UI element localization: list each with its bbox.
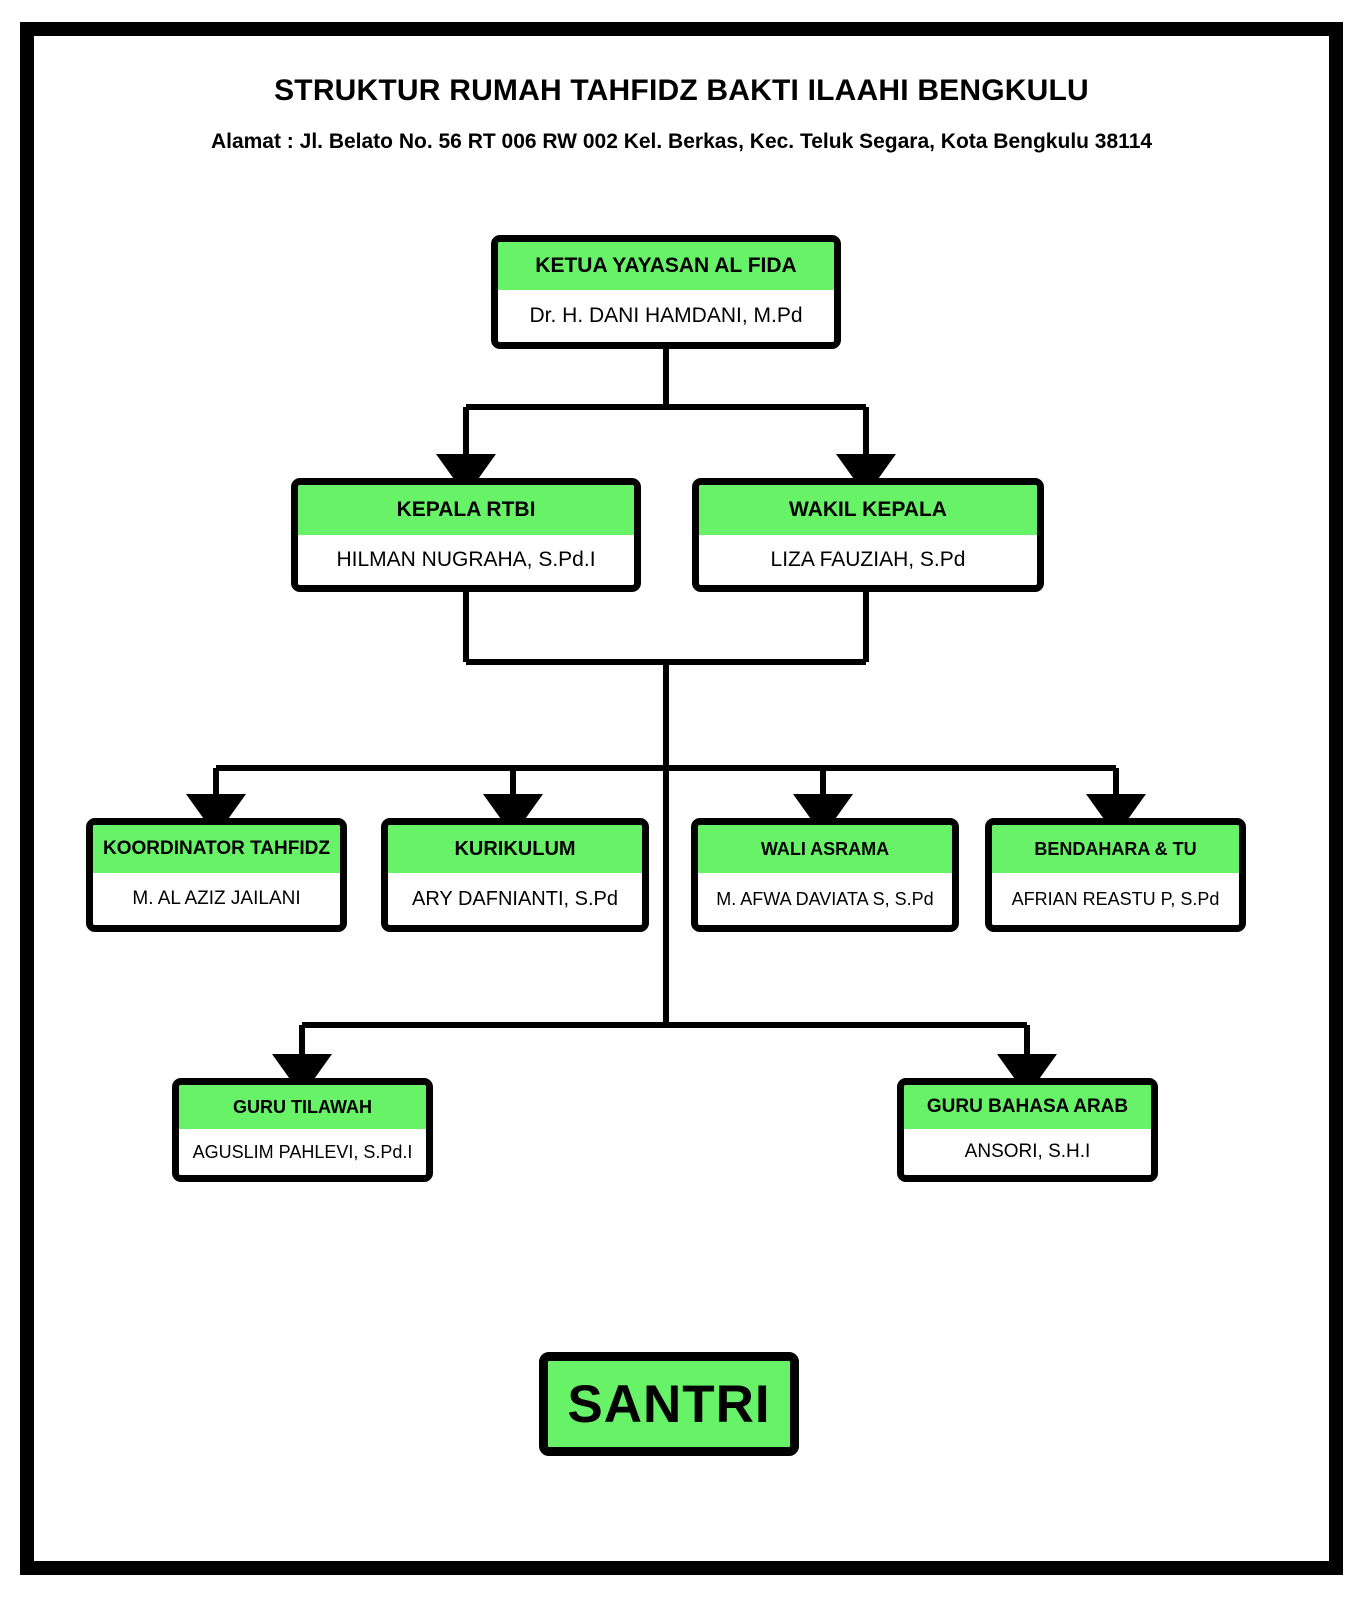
node-person-name: ARY DAFNIANTI, S.Pd [388, 873, 642, 925]
node-person-name: AFRIAN REASTU P, S.Pd [992, 873, 1239, 925]
node-kurikulum[interactable]: KURIKULUM ARY DAFNIANTI, S.Pd [381, 818, 649, 932]
node-role-label: WAKIL KEPALA [699, 485, 1037, 535]
node-role-label: KOORDINATOR TAHFIDZ [93, 825, 340, 873]
node-role-label: KEPALA RTBI [298, 485, 634, 535]
node-kepala-rtbi[interactable]: KEPALA RTBI HILMAN NUGRAHA, S.Pd.I [291, 478, 641, 592]
node-person-name: M. AFWA DAVIATA S, S.Pd [698, 873, 952, 925]
node-role-label: KURIKULUM [388, 825, 642, 873]
node-person-name: HILMAN NUGRAHA, S.Pd.I [298, 535, 634, 585]
node-wali-asrama[interactable]: WALI ASRAMA M. AFWA DAVIATA S, S.Pd [691, 818, 959, 932]
node-role-label: GURU TILAWAH [179, 1085, 426, 1129]
node-person-name: Dr. H. DANI HAMDANI, M.Pd [498, 290, 834, 342]
page-title: STRUKTUR RUMAH TAHFIDZ BAKTI ILAAHI BENG… [274, 74, 1089, 107]
node-santri[interactable]: SANTRI [539, 1352, 799, 1456]
node-guru-tilawah[interactable]: GURU TILAWAH AGUSLIM PAHLEVI, S.Pd.I [172, 1078, 433, 1182]
node-wakil-kepala[interactable]: WAKIL KEPALA LIZA FAUZIAH, S.Pd [692, 478, 1044, 592]
node-role-label: KETUA YAYASAN AL FIDA [498, 242, 834, 290]
node-person-name: M. AL AZIZ JAILANI [93, 873, 340, 925]
node-ketua-yayasan[interactable]: KETUA YAYASAN AL FIDA Dr. H. DANI HAMDAN… [491, 235, 841, 349]
page-address: Alamat : Jl. Belato No. 56 RT 006 RW 002… [210, 130, 1153, 153]
node-guru-bahasa-arab[interactable]: GURU BAHASA ARAB ANSORI, S.H.I [897, 1078, 1158, 1182]
node-koordinator-tahfidz[interactable]: KOORDINATOR TAHFIDZ M. AL AZIZ JAILANI [86, 818, 347, 932]
node-bendahara-tu[interactable]: BENDAHARA & TU AFRIAN REASTU P, S.Pd [985, 818, 1246, 932]
node-person-name: LIZA FAUZIAH, S.Pd [699, 535, 1037, 585]
node-role-label: BENDAHARA & TU [992, 825, 1239, 873]
node-person-name: AGUSLIM PAHLEVI, S.Pd.I [179, 1129, 426, 1175]
node-person-name: ANSORI, S.H.I [904, 1129, 1151, 1175]
node-role-label: GURU BAHASA ARAB [904, 1085, 1151, 1129]
node-role-label: WALI ASRAMA [698, 825, 952, 873]
